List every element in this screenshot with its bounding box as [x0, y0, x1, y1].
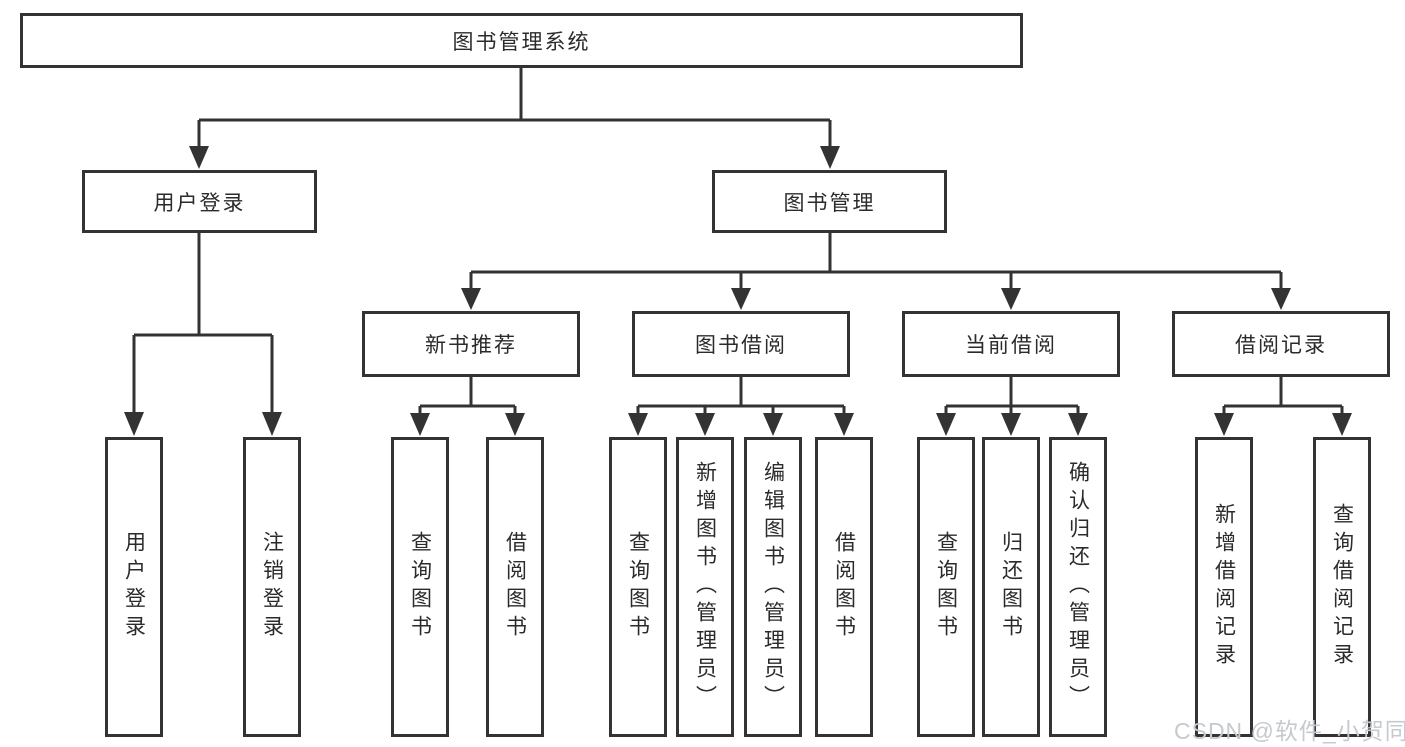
node-borrow-records: 借阅记录 [1172, 311, 1390, 377]
arrowheads-level3 [461, 288, 1291, 310]
leaf-current-return-books: 归还图书 [982, 437, 1040, 737]
leaf-records-add-borrow-record: 新增借阅记录 [1195, 437, 1253, 737]
arrowheads-level2 [189, 146, 840, 169]
connector-borrow-subtree [636, 377, 846, 416]
node-root-library-management-system: 图书管理系统 [20, 13, 1023, 68]
leaf-logout: 注销登录 [243, 437, 301, 737]
leaf-user-login: 用户登录 [105, 437, 163, 737]
leaf-borrow-borrow-books: 借阅图书 [815, 437, 873, 737]
leaf-borrow-add-books-admin: 新增图书（管理员） [676, 437, 734, 737]
arrowheads-recommend-leaves [410, 413, 525, 436]
leaf-recommend-borrow-books: 借阅图书 [486, 437, 544, 737]
leaf-recommend-query-books: 查询图书 [391, 437, 449, 737]
node-new-book-recommend: 新书推荐 [362, 311, 580, 377]
connector-recommend-subtree [418, 377, 517, 416]
connector-root-to-level2 [197, 68, 832, 150]
leaf-current-query-books: 查询图书 [917, 437, 975, 737]
connector-current-subtree [944, 377, 1080, 416]
connector-records-subtree [1222, 377, 1344, 416]
connector-book-management-subtree [469, 233, 1283, 292]
arrowheads-borrow-leaves [628, 413, 854, 436]
connector-user-login-subtree [132, 233, 274, 415]
csdn-watermark: CSDN @软件_小贺同学 [1174, 718, 1405, 744]
arrowheads-records-leaves [1214, 413, 1352, 436]
node-current-borrow: 当前借阅 [902, 311, 1120, 377]
leaf-borrow-edit-books-admin: 编辑图书（管理员） [744, 437, 802, 737]
leaf-current-confirm-return-admin: 确认归还（管理员） [1049, 437, 1107, 737]
leaf-records-query-borrow-record: 查询借阅记录 [1313, 437, 1371, 737]
node-book-borrow: 图书借阅 [632, 311, 850, 377]
node-user-login: 用户登录 [82, 170, 317, 233]
arrowheads-user-login-leaves [124, 412, 282, 436]
leaf-borrow-query-books: 查询图书 [609, 437, 667, 737]
arrowheads-current-leaves [936, 413, 1088, 436]
node-book-management: 图书管理 [712, 170, 947, 233]
